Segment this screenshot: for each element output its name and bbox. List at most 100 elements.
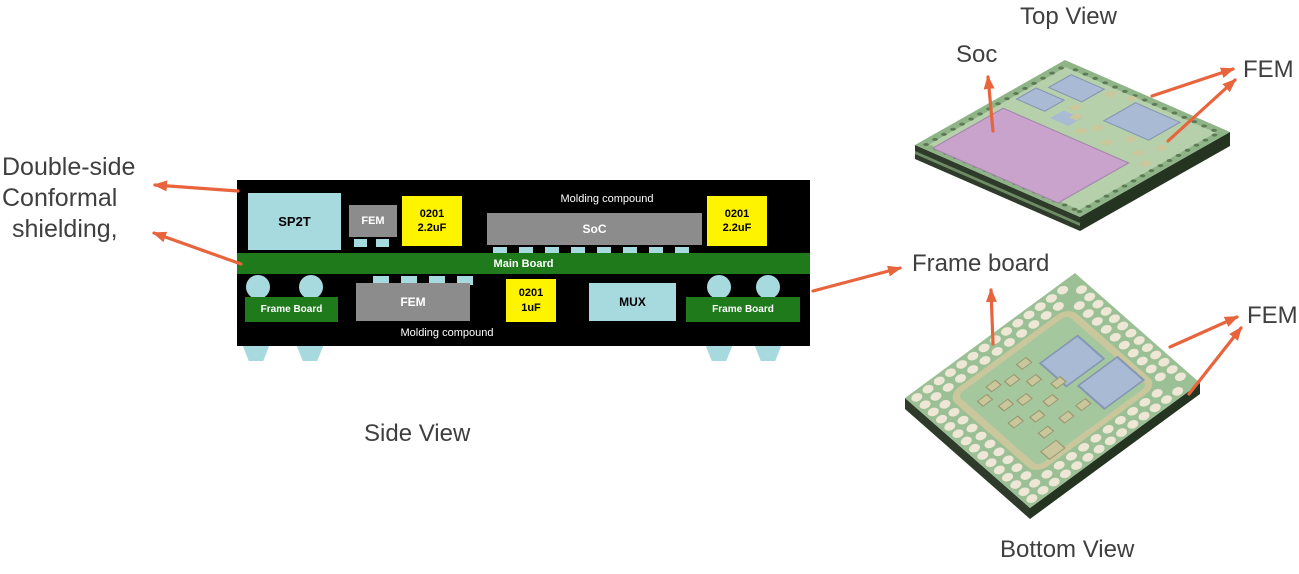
solder-bump (373, 276, 389, 285)
smd-component (1090, 124, 1106, 132)
solder-bump (649, 247, 663, 255)
frame-board-label: Frame board (912, 250, 1050, 277)
ball-dot (1073, 301, 1085, 310)
ball-dot (1150, 350, 1162, 360)
ball-dot (1071, 461, 1083, 470)
ball-dot (948, 407, 960, 417)
smd-component (1050, 110, 1082, 127)
solder-bump (493, 247, 507, 255)
ball-dot (1023, 310, 1035, 320)
ball-dot (1084, 292, 1096, 302)
smd-component (1125, 95, 1139, 102)
fem-bottom-chip: FEM (356, 283, 470, 321)
ball-dot (942, 383, 954, 392)
ball-dot (1072, 68, 1079, 72)
capacitor-0201-2-2uf-left: 0201 2.2uF (402, 196, 462, 246)
solder-ball (242, 346, 270, 361)
ball-dot (1093, 444, 1105, 454)
sp2t-chip: SP2T (248, 193, 341, 250)
smd-component (1075, 398, 1092, 412)
ball-dot (957, 415, 969, 425)
mux-chip: MUX (589, 283, 676, 321)
ball-dot (1092, 299, 1104, 309)
ball-dot (1161, 107, 1168, 111)
smd-component (1123, 135, 1139, 143)
arrow-soc (983, 75, 995, 133)
solder-ball (299, 275, 323, 299)
ball-dot (1053, 460, 1065, 470)
arrow-fem-top-1 (1150, 67, 1235, 98)
fem-chip (1102, 102, 1182, 141)
fem-chip (1038, 334, 1106, 388)
fem-chip (1076, 355, 1146, 410)
ball-dot (979, 356, 991, 365)
ball-dot (1051, 199, 1058, 203)
capacitor-label: 0201 (419, 207, 445, 220)
arrow-fem-top-2 (1166, 78, 1237, 143)
ball-dot (1166, 159, 1173, 162)
ball-dot (992, 173, 999, 177)
ball-dot (972, 164, 979, 168)
ball-dot (1090, 433, 1102, 443)
pcb-top-inner (929, 67, 1216, 210)
ball-dot (1071, 207, 1078, 211)
solder-bump (623, 247, 637, 255)
ball-dot (1059, 469, 1071, 479)
ball-dot (1202, 138, 1209, 142)
arrow-shielding-top (153, 180, 240, 193)
frame-board-right: Frame Board (686, 297, 800, 322)
ball-dot (1012, 318, 1024, 328)
ball-dot (977, 112, 983, 116)
smd-component (1068, 113, 1084, 121)
ball-dot (993, 447, 1005, 457)
ball-dot (1112, 85, 1118, 89)
ball-dot (944, 368, 956, 377)
smd-component (1039, 439, 1066, 461)
ball-dot (1092, 77, 1099, 80)
ball-dot (1114, 415, 1126, 425)
solder-bump (545, 247, 559, 255)
smd-component (1007, 415, 1025, 429)
solder-ball (756, 275, 780, 299)
ball-dot (1118, 340, 1130, 350)
smd-component (1099, 138, 1115, 147)
arrow-fem-bottom-1 (1168, 315, 1239, 349)
ball-dot (1154, 372, 1166, 382)
soc-chip: SoC (487, 213, 702, 245)
solder-ball (754, 346, 782, 361)
ball-dot (950, 127, 956, 131)
solder-bump (457, 276, 473, 285)
ball-dot (1100, 307, 1112, 316)
side-view-label: Side View (364, 420, 471, 447)
ball-dot (919, 400, 931, 409)
ball-dot (932, 137, 938, 141)
arrow-frame-board-to-bottom-view (985, 288, 997, 346)
ball-dot (1151, 388, 1163, 398)
ball-dot (968, 117, 974, 121)
ball-dot (1012, 181, 1019, 185)
ball-dot (1058, 66, 1064, 70)
smd-component (1130, 149, 1146, 157)
bga-ball-ring-outer (911, 285, 1186, 503)
ball-dot (982, 169, 989, 172)
ball-dot (1181, 115, 1188, 119)
top-view-label: Top View (1020, 3, 1117, 30)
ball-dot (936, 414, 948, 424)
ball-dot (1028, 320, 1040, 329)
ball-dot (933, 376, 945, 386)
ball-dot (1034, 302, 1046, 311)
ball-dot (978, 343, 990, 353)
frame-board-wall (952, 311, 1153, 470)
board-side-edge (905, 398, 1030, 519)
smd-component (1003, 373, 1021, 387)
ball-dot (1127, 420, 1139, 429)
smd-component (1068, 103, 1083, 112)
smd-component (1138, 159, 1154, 168)
ball-dot (1010, 480, 1022, 489)
shielding-note-line3: shielding, (12, 215, 118, 243)
ball-dot (967, 351, 979, 361)
solder-ball (707, 275, 731, 299)
ball-dot (1075, 285, 1087, 294)
ball-dot (1016, 329, 1028, 338)
ball-dot (1103, 194, 1110, 198)
